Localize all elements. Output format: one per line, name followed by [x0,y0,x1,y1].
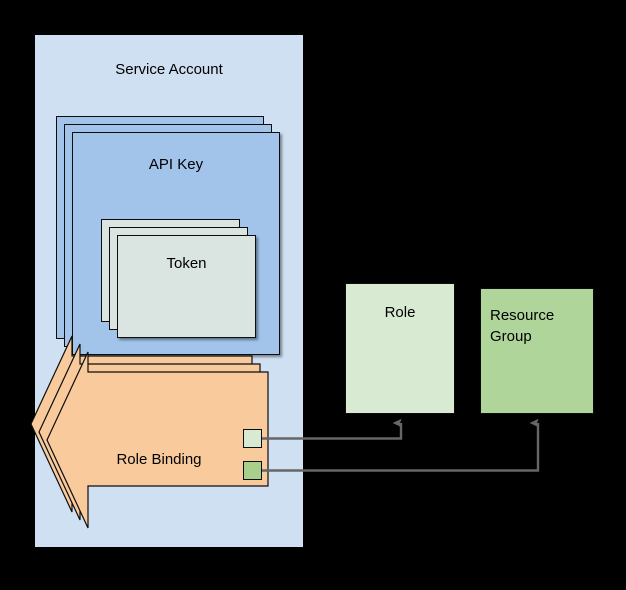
token-card-front[interactable] [117,235,256,338]
role-binding-label: Role Binding [116,451,202,468]
role-binding-port-role[interactable] [243,429,262,448]
api-key-label: API Key [148,156,204,173]
role-box-label: Role [384,304,416,321]
role-binding-port-resource-group[interactable] [243,461,262,480]
role-binding-shape-front[interactable] [46,351,269,529]
resource-group-box[interactable] [480,288,594,414]
token-label: Token [166,255,207,272]
role-box[interactable] [345,283,455,414]
resource-group-box-label: Resource Group [490,307,555,345]
service-account-label: Service Account [115,61,223,78]
